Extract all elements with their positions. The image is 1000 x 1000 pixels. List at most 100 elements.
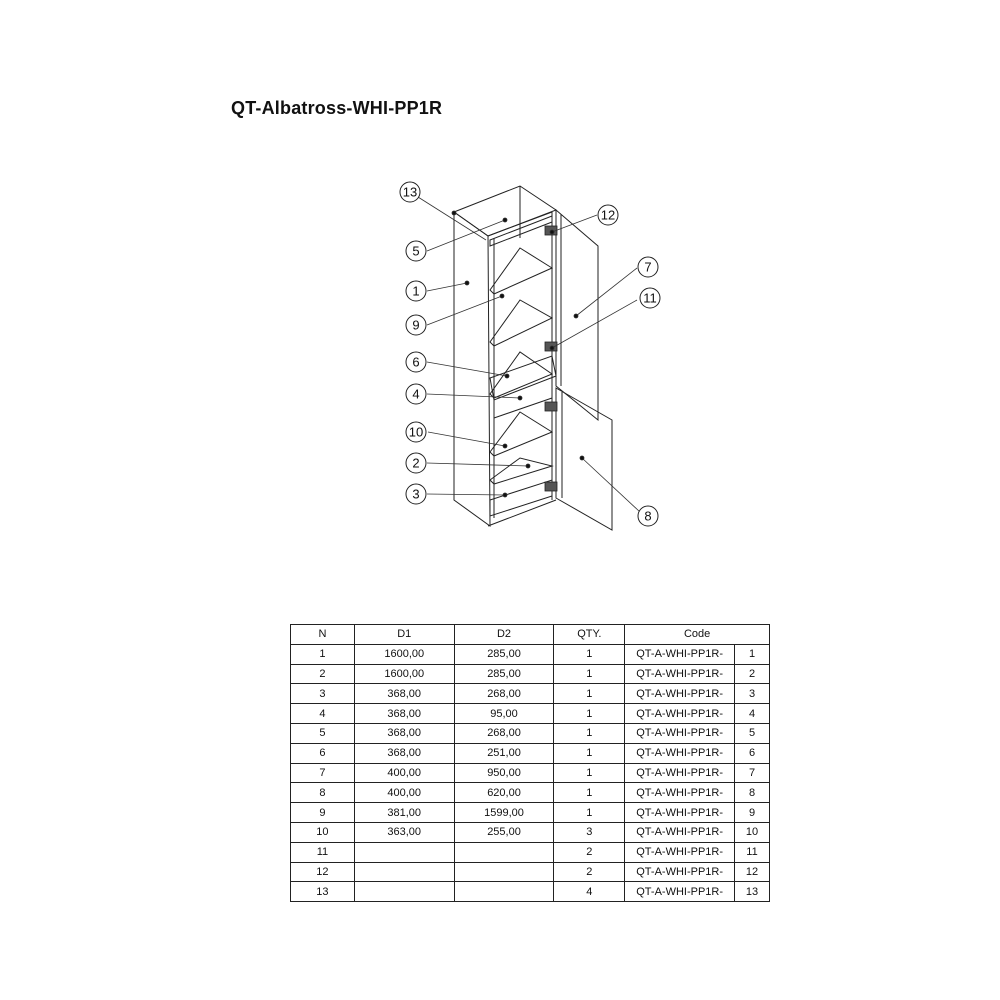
- cell-qty: 1: [553, 782, 626, 804]
- cell-code: QT-A-WHI-PP1R-: [624, 683, 736, 705]
- hinge: [544, 401, 558, 412]
- cell-qty: 1: [553, 742, 626, 764]
- cell-d1: 400,00: [353, 762, 455, 784]
- cell-code-index: 5: [734, 722, 770, 744]
- callout-7: [637, 256, 659, 278]
- header-d2: D2: [453, 624, 555, 645]
- cell-n: 9: [290, 802, 355, 823]
- cell-d2: [453, 861, 555, 883]
- callout-3: [405, 483, 427, 505]
- cell-d2: 95,00: [453, 703, 555, 724]
- cell-n: 6: [290, 742, 355, 764]
- hinges: [544, 225, 558, 492]
- cell-code: QT-A-WHI-PP1R-: [624, 841, 736, 863]
- cell-d1: [353, 841, 455, 863]
- cell-code: QT-A-WHI-PP1R-: [624, 881, 736, 903]
- callout-1: [405, 280, 427, 302]
- cell-code-index: 4: [734, 703, 770, 724]
- cell-qty: 1: [553, 663, 626, 685]
- cell-n: 1: [290, 643, 355, 665]
- callout-labels: 13 5 1 9 6 4 10 2 3 12 7 11 8: [403, 185, 657, 524]
- cell-qty: 1: [553, 683, 626, 705]
- cell-code-index: 2: [734, 663, 770, 685]
- callout-label: 9: [412, 318, 419, 333]
- cell-d1: 1600,00: [353, 643, 455, 665]
- callout-label: 12: [601, 208, 615, 223]
- cell-d2: 1599,00: [453, 802, 555, 823]
- cell-code-index: 12: [734, 861, 770, 883]
- cell-d2: 620,00: [453, 782, 555, 804]
- cell-qty: 2: [553, 841, 626, 863]
- cell-code-index: 9: [734, 802, 770, 823]
- callout-11: [639, 287, 661, 309]
- cabinet-body: [452, 185, 558, 527]
- callout-label: 8: [644, 509, 651, 524]
- callout-label: 10: [409, 425, 423, 440]
- callout-8: [637, 505, 659, 527]
- cell-qty: 1: [553, 703, 626, 724]
- callout-bubbles: [399, 181, 661, 527]
- hinge: [544, 481, 558, 492]
- table-header-row: N D1 D2 QTY. Code: [290, 624, 770, 645]
- bottom-panel: [489, 479, 553, 517]
- cell-code-index: 3: [734, 683, 770, 705]
- cell-code: QT-A-WHI-PP1R-: [624, 703, 736, 724]
- cell-code-index: 7: [734, 762, 770, 784]
- header-d1: D1: [353, 624, 455, 645]
- cell-d1: 381,00: [353, 802, 455, 823]
- cell-qty: 1: [553, 643, 626, 665]
- cell-d1: [353, 881, 455, 903]
- cell-d1: 368,00: [353, 722, 455, 744]
- cell-d2: 268,00: [453, 722, 555, 744]
- callout-label: 5: [412, 244, 419, 259]
- leader-lines: [417, 196, 641, 513]
- cell-d1: [353, 861, 455, 883]
- callout-label: 11: [643, 291, 657, 306]
- cell-code-index: 10: [734, 821, 770, 843]
- cell-d2: [453, 841, 555, 863]
- cell-qty: 2: [553, 861, 626, 883]
- cell-code-index: 1: [734, 643, 770, 665]
- cell-qty: 3: [553, 821, 626, 843]
- cell-qty: 1: [553, 722, 626, 744]
- middle-rail: [489, 355, 557, 401]
- cell-code: QT-A-WHI-PP1R-: [624, 663, 736, 685]
- lower-door: [555, 387, 613, 531]
- cell-d2: 285,00: [453, 663, 555, 685]
- cell-d2: 285,00: [453, 643, 555, 665]
- upper-door: [555, 208, 599, 422]
- cell-d1: 1600,00: [353, 663, 455, 685]
- doors: [555, 208, 613, 531]
- shelf: [489, 457, 554, 485]
- callout-label: 1: [412, 284, 419, 299]
- cell-code: QT-A-WHI-PP1R-: [624, 821, 736, 843]
- cell-code: QT-A-WHI-PP1R-: [624, 861, 736, 883]
- callout-label: 2: [412, 456, 419, 471]
- cell-code: QT-A-WHI-PP1R-: [624, 782, 736, 804]
- cell-n: 11: [290, 841, 355, 863]
- cell-code-index: 13: [734, 881, 770, 903]
- cell-code: QT-A-WHI-PP1R-: [624, 722, 736, 744]
- cell-n: 3: [290, 683, 355, 705]
- cell-d1: 368,00: [353, 703, 455, 724]
- callout-10: [405, 421, 427, 443]
- cell-n: 10: [290, 821, 355, 843]
- shelf: [489, 411, 554, 457]
- cell-code: QT-A-WHI-PP1R-: [624, 762, 736, 784]
- cell-n: 4: [290, 703, 355, 724]
- cell-n: 13: [290, 881, 355, 903]
- cell-code: QT-A-WHI-PP1R-: [624, 802, 736, 823]
- cell-code: QT-A-WHI-PP1R-: [624, 742, 736, 764]
